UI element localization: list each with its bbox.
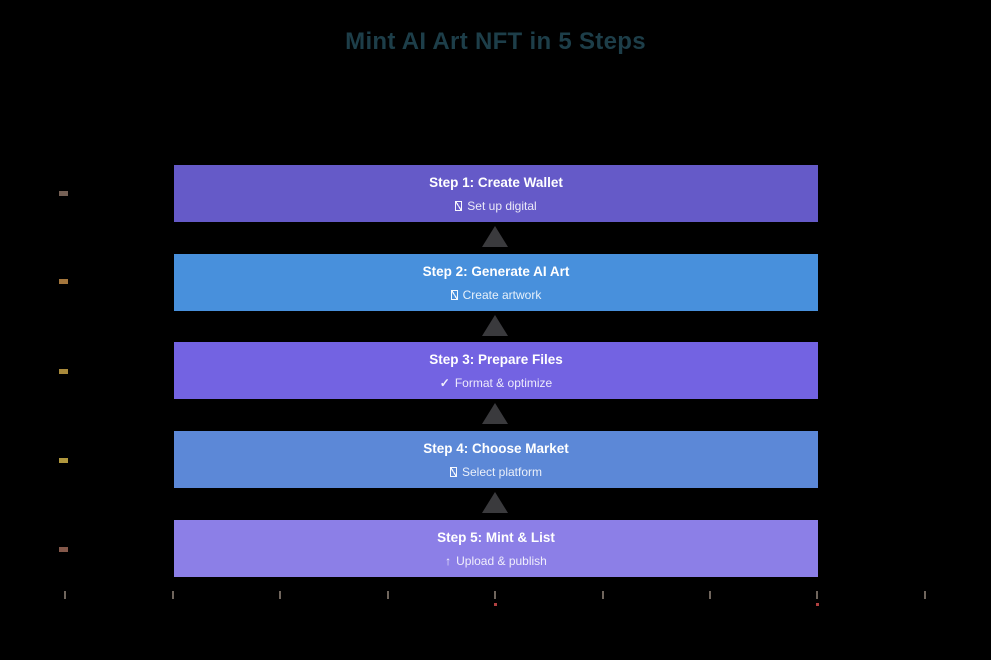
- y-axis-tick-glyph: [59, 458, 68, 463]
- missing-glyph-icon: [449, 466, 457, 477]
- step-title: Step 4: Choose Market: [423, 440, 569, 456]
- x-axis-tick: [602, 591, 604, 599]
- x-axis-tick-glyph: [816, 603, 819, 606]
- step-subtitle: Set up digital: [455, 198, 537, 213]
- up-arrow-icon: ↑: [445, 553, 452, 568]
- step-title: Step 1: Create Wallet: [429, 174, 563, 190]
- x-axis-tick: [279, 591, 281, 599]
- step-subtitle-text: Format & optimize: [454, 375, 553, 390]
- x-axis-tick: [924, 591, 926, 599]
- step-subtitle: Create artwork: [450, 287, 542, 302]
- step-bar: Step 3: Prepare Files ✓ Format & optimize: [174, 342, 818, 399]
- check-icon: ✓: [439, 375, 450, 390]
- x-axis-tick: [64, 591, 66, 599]
- step-subtitle-text: Set up digital: [467, 198, 537, 213]
- step-title: Step 5: Mint & List: [437, 529, 555, 545]
- y-axis-tick-glyph: [59, 369, 68, 374]
- step-bar: Step 5: Mint & List ↑ Upload & publish: [174, 520, 818, 577]
- step-subtitle: ✓ Format & optimize: [440, 377, 552, 389]
- step-title: Step 3: Prepare Files: [429, 351, 563, 367]
- x-axis-tick-glyph: [494, 603, 497, 606]
- step-subtitle-text: Upload & publish: [456, 553, 547, 568]
- x-axis-tick: [172, 591, 174, 599]
- y-axis-tick-glyph: [59, 191, 68, 196]
- x-axis-tick: [494, 591, 496, 599]
- up-arrow-connector: [482, 226, 508, 247]
- y-axis-tick-glyph: [59, 279, 68, 284]
- step-title: Step 2: Generate AI Art: [422, 263, 570, 279]
- x-axis-tick: [709, 591, 711, 599]
- up-arrow-connector: [482, 492, 508, 513]
- step-subtitle-text: Create artwork: [462, 287, 542, 302]
- missing-glyph-icon: [455, 200, 463, 211]
- y-axis-tick-glyph: [59, 547, 68, 552]
- step-subtitle: Select platform: [449, 464, 543, 479]
- up-arrow-connector: [482, 315, 508, 336]
- chart-title: Mint AI Art NFT in 5 Steps: [345, 28, 646, 55]
- x-axis-tick: [387, 591, 389, 599]
- x-axis-tick: [816, 591, 818, 599]
- missing-glyph-icon: [450, 289, 458, 300]
- step-subtitle-text: Select platform: [461, 464, 543, 479]
- up-arrow-connector: [482, 403, 508, 424]
- step-subtitle: ↑ Upload & publish: [445, 555, 547, 567]
